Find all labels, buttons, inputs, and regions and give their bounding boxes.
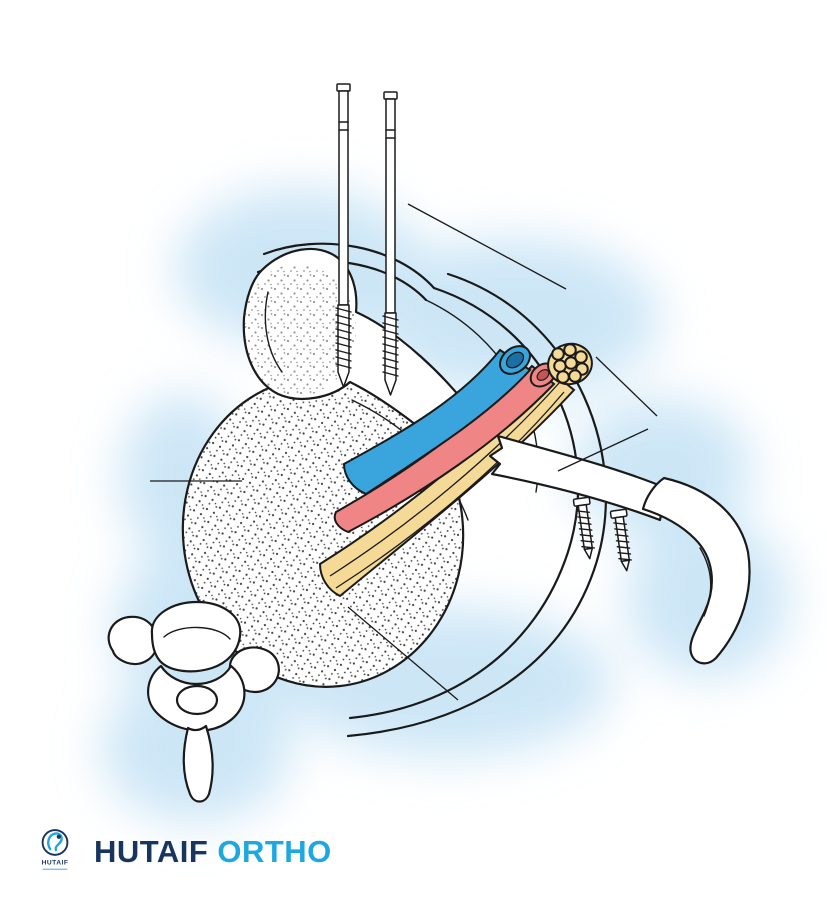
vertebral-body (150, 600, 242, 673)
brand-name-primary: HUTAIF (94, 834, 209, 869)
vein-cut-end (499, 345, 531, 375)
brand-logo: HUTAIF HUTAIF ORTHO (34, 826, 332, 878)
plexus-cut-end (547, 342, 593, 386)
brand-icon: HUTAIF (42, 829, 69, 870)
subclavian-vein (342, 348, 532, 496)
acromion-hook (641, 476, 751, 665)
transverse-process-left (107, 615, 159, 666)
brachial-plexus (318, 370, 576, 598)
cervical-vertebra (107, 600, 280, 803)
leader-line (595, 356, 658, 417)
brand-wordmark: HUTAIF ORTHO (94, 826, 332, 878)
brand-icon-text: HUTAIF (42, 859, 69, 866)
spinal-canal (175, 684, 219, 716)
spinous-process (182, 724, 214, 803)
leader-line (347, 606, 459, 701)
clavicle-lateral-fragment (488, 434, 751, 665)
steinmann-pin-left (335, 83, 352, 388)
steinmann-pin-right (382, 91, 399, 396)
leader-line (407, 203, 567, 290)
leader-line (557, 428, 649, 472)
brand-name-secondary: ORTHO (217, 834, 332, 869)
brand-icon-figure (47, 832, 63, 852)
leader-lines (150, 203, 658, 701)
